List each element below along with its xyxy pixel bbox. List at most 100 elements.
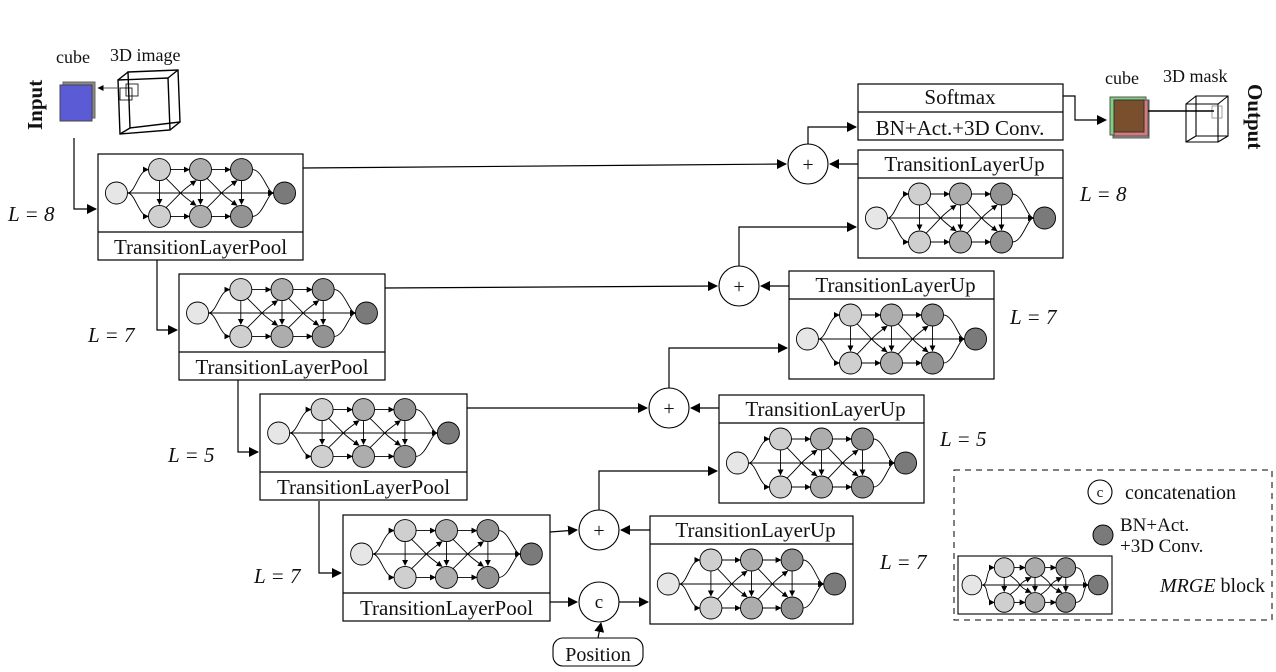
graph-edge [803,581,825,609]
hidden-node [393,519,417,543]
graph-edge [452,539,484,567]
hidden-node [393,444,417,468]
mrge-block-graph [104,158,296,228]
legend-conv-label-1: BN+Act. [1120,515,1189,536]
hidden-node [839,303,862,327]
output-node [436,421,460,445]
hidden-node [851,427,874,451]
graph-edge [288,300,320,328]
3d-mask-icon [1185,95,1229,143]
hidden-node [769,475,792,499]
hidden-node [189,158,212,182]
hidden-node [270,324,294,348]
legend-frame [953,469,1273,621]
input-title: Input [23,80,47,130]
hidden-node [699,596,723,620]
transition-layer-pool-label: TransitionLayerPool [114,235,287,259]
add-symbol: + [663,398,674,420]
graph-edge [411,541,443,569]
output-mask-label: 3D mask [1163,66,1228,86]
graph-edge [165,178,197,206]
input-node [186,301,209,325]
hidden-node [476,519,500,543]
graph-edge [127,166,149,194]
hidden-node [311,278,335,302]
decoder-depth-label: L = 8 [1079,182,1127,206]
hidden-node [949,182,972,206]
mrge-block-graph [796,303,987,375]
add-node-2: + [718,265,760,307]
hidden-node [229,324,253,348]
hidden-node [780,548,804,572]
graph-edge [966,204,998,234]
legend-mrge-graph [961,557,1109,613]
hidden-node [810,475,833,499]
hidden-node [880,351,903,375]
hidden-node [810,427,833,451]
graph-edge [981,584,995,606]
add-to-decoder [668,343,788,388]
hidden-node [839,351,862,375]
decoder-depth-label: L = 5 [939,427,986,451]
add-node-3: + [648,387,690,429]
graph-edge [827,449,859,479]
graph-edge [369,418,401,446]
output-cube-icon [1109,96,1150,139]
output-node [823,572,847,596]
input-node [961,574,983,596]
graph-edge [369,420,401,448]
legend-block-label-italic: MRGE [1159,575,1216,597]
add-symbol: + [593,520,604,542]
hidden-node [352,398,375,422]
softmax-to-output-connector [1063,95,1107,125]
mrge-block-graph [656,548,847,620]
graph-edge [1075,582,1089,603]
skip-connection [302,159,787,170]
graph-edge [334,310,356,337]
graph-edge [1009,577,1032,595]
legend-concat-symbol: c [1097,485,1104,501]
hidden-node [229,278,253,302]
hidden-node [310,444,334,468]
hidden-node [393,565,417,589]
graph-edge [748,462,770,490]
graph-edge [247,298,279,326]
legend: c concatenation BN+Act. +3D Conv. MRGE b… [953,469,1273,621]
hidden-node [699,548,723,572]
hidden-node [949,230,972,254]
graph-edge [498,551,521,578]
hidden-node [990,182,1013,206]
graph-edge [925,204,957,234]
encoder-connector [156,260,178,335]
hidden-node [921,303,944,327]
graph-edge [897,323,929,353]
transition-layer-up-label: TransitionLayerUp [675,518,835,542]
graph-edge [289,432,312,460]
graph-edge [247,300,279,328]
graph-edge [208,286,231,314]
add-node-4: + [578,509,620,551]
input-node [865,206,888,230]
hidden-node [435,519,458,543]
graph-edge [127,192,149,220]
graph-edge [206,180,238,208]
input-node [267,421,291,445]
transition-layer-pool-label: TransitionLayerPool [195,355,368,379]
output-node [273,181,296,205]
graph-edge [208,312,231,340]
position-to-concat [594,622,605,639]
graph-edge [818,312,840,340]
graph-edge [748,436,770,464]
hidden-node [435,565,458,589]
encoder-connector [237,380,259,457]
graph-edge [415,430,438,457]
output-section: Output cube 3D mask [1105,66,1267,149]
input-section: Input cube 3D image [23,45,181,135]
legend-block-label-rest: block [1216,575,1265,597]
hidden-node [921,351,944,375]
3d-image-icon [117,69,181,135]
graph-edge [1012,215,1035,243]
mrge-block-graph [350,519,543,589]
